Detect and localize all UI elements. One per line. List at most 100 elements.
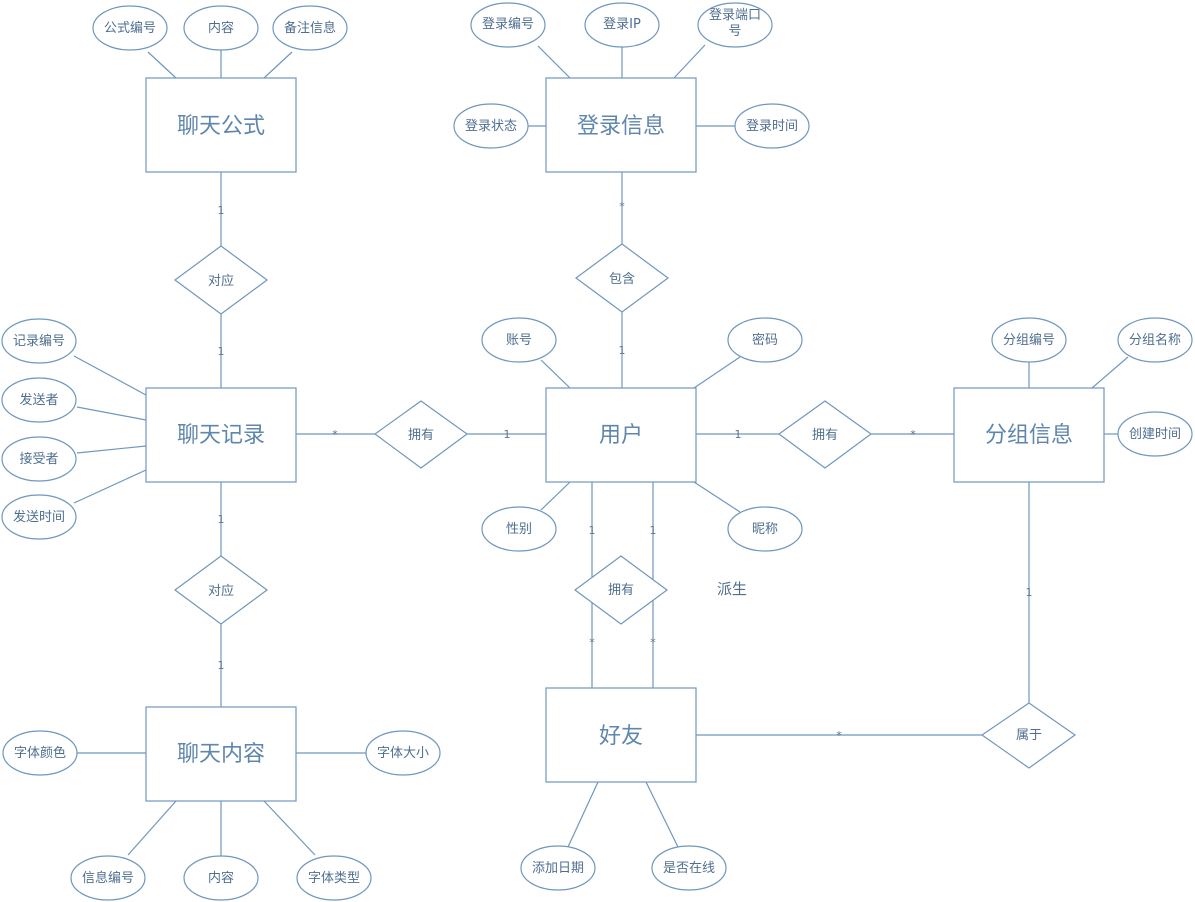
- derived-note: 派生: [717, 580, 747, 598]
- attr-online[interactable]: 是否在线: [651, 845, 727, 891]
- cardinality-group-left: *: [910, 428, 916, 441]
- attribute-label: 登录时间: [746, 119, 798, 134]
- attribute-label: 备注信息: [284, 20, 336, 36]
- cardinality-group-down: 1: [1026, 586, 1033, 599]
- relationship-user-group[interactable]: 拥有: [777, 400, 873, 469]
- attribute-label-line-2: 号: [728, 24, 741, 39]
- cardinality-user-right: 1: [735, 428, 742, 441]
- attribute-label: 字体类型: [308, 871, 360, 886]
- attribute-label: 账号: [506, 333, 532, 348]
- attr-record-id[interactable]: 记录编号: [1, 318, 77, 364]
- attr-group-id[interactable]: 分组编号: [991, 317, 1067, 363]
- cardinality-friend-right-top: 1: [650, 524, 657, 537]
- relationship-login-user[interactable]: 包含: [574, 243, 670, 313]
- attr-font-type[interactable]: 字体类型: [296, 855, 372, 901]
- attr-add-date[interactable]: 添加日期: [520, 845, 596, 891]
- relationship-label: 包含: [609, 271, 635, 287]
- relationship-label: 对应: [208, 583, 234, 599]
- entity-chat-content[interactable]: 聊天内容: [145, 706, 297, 802]
- attribute-label: 字体颜色: [14, 745, 66, 761]
- attr-send-time[interactable]: 发送时间: [1, 494, 77, 540]
- attribute-label: 添加日期: [532, 861, 584, 876]
- relationship-label: 拥有: [608, 583, 634, 598]
- attr-login-status[interactable]: 登录状态: [453, 103, 529, 149]
- attribute-label: 接受者: [19, 451, 58, 467]
- cardinality-login-top: *: [619, 200, 625, 213]
- connector-lines: [73, 44, 1129, 856]
- attribute-label: 记录编号: [13, 334, 65, 349]
- relationship-label: 属于: [1016, 728, 1042, 743]
- entity-label: 聊天公式: [177, 114, 265, 139]
- attr-create-time[interactable]: 创建时间: [1117, 411, 1193, 457]
- attr-formula-content[interactable]: 内容: [183, 5, 259, 51]
- entity-chat-record[interactable]: 聊天记录: [145, 387, 297, 483]
- entity-label: 聊天内容: [177, 742, 265, 767]
- attr-group-name[interactable]: 分组名称: [1117, 317, 1193, 363]
- attribute-label: 字体大小: [377, 746, 429, 761]
- attribute-label: 创建时间: [1129, 427, 1181, 442]
- attribute-label: 信息编号: [82, 870, 134, 886]
- relationship-user-friend[interactable]: 拥有: [573, 555, 669, 625]
- attribute-label: 内容: [208, 20, 234, 36]
- attribute-label: 发送时间: [13, 509, 65, 525]
- attr-formula-note[interactable]: 备注信息: [272, 5, 348, 51]
- attribute-label: 登录状态: [465, 119, 517, 134]
- attr-message-content[interactable]: 内容: [183, 855, 259, 901]
- attribute-label-line-1: 登录端口: [709, 8, 761, 23]
- attribute-label: 内容: [208, 870, 234, 886]
- entity-label: 登录信息: [577, 114, 665, 139]
- relationship-label: 拥有: [812, 428, 838, 443]
- attribute-label: 昵称: [752, 522, 778, 537]
- attr-account[interactable]: 账号: [481, 317, 557, 363]
- cardinality-friend-right-bottom: *: [650, 636, 656, 649]
- relationship-formula-record[interactable]: 对应: [173, 245, 269, 315]
- relationship-label: 对应: [208, 273, 234, 289]
- entity-user[interactable]: 用户: [545, 387, 697, 483]
- cardinality-friend-left-top: 1: [589, 524, 596, 537]
- cardinality-record-side: *: [332, 428, 338, 441]
- relationship-friend-group[interactable]: 属于: [980, 702, 1077, 769]
- relationship-label: 拥有: [408, 428, 434, 443]
- relationship-record-content[interactable]: 对应: [173, 555, 269, 625]
- attribute-label: 登录IP: [603, 17, 641, 32]
- entity-group-info[interactable]: 分组信息: [953, 387, 1105, 483]
- attr-message-id[interactable]: 信息编号: [70, 855, 146, 901]
- relationship-record-user[interactable]: 拥有: [373, 400, 469, 469]
- attr-font-size[interactable]: 字体大小: [365, 730, 441, 776]
- cardinality-record-content-bottom: 1: [218, 659, 225, 672]
- entity-label: 好友: [599, 724, 643, 749]
- attr-login-port[interactable]: 登录端口 号: [697, 2, 773, 48]
- attribute-label: 分组名称: [1129, 332, 1181, 348]
- attr-sender[interactable]: 发送者: [1, 377, 77, 423]
- cardinality-friend-group: *: [836, 729, 842, 742]
- cardinality-formula-top: 1: [218, 204, 225, 217]
- cardinality-user-left: 1: [504, 428, 511, 441]
- attr-login-id[interactable]: 登录编号: [470, 2, 546, 48]
- entity-chat-formula[interactable]: 聊天公式: [145, 77, 297, 173]
- entity-label: 分组信息: [985, 423, 1073, 448]
- attribute-label: 发送者: [19, 392, 58, 408]
- attribute-label: 登录编号: [482, 17, 534, 32]
- cardinality-formula-bottom: 1: [218, 345, 225, 358]
- attr-font-color[interactable]: 字体颜色: [2, 730, 78, 776]
- attr-gender[interactable]: 性别: [481, 506, 557, 552]
- entity-friend[interactable]: 好友: [545, 687, 697, 783]
- cardinality-labels: 1 1 * 1 * 1 1 * 1 1 1 1 * * 1 *: [218, 200, 1033, 742]
- attr-receiver[interactable]: 接受者: [1, 436, 77, 482]
- attr-password[interactable]: 密码: [727, 317, 803, 363]
- attribute-label: 性别: [506, 522, 532, 537]
- entity-login-info[interactable]: 登录信息: [545, 77, 697, 173]
- attribute-label: 密码: [752, 332, 778, 348]
- cardinality-record-content-top: 1: [218, 513, 225, 526]
- attr-login-ip[interactable]: 登录IP: [584, 2, 660, 48]
- attribute-label: 分组编号: [1003, 333, 1055, 348]
- attr-login-time[interactable]: 登录时间: [734, 103, 810, 149]
- attribute-label: 是否在线: [663, 861, 715, 876]
- entity-label: 用户: [599, 423, 643, 448]
- attr-nickname[interactable]: 昵称: [727, 506, 803, 552]
- cardinality-login-bottom: 1: [619, 344, 626, 357]
- attr-formula-id[interactable]: 公式编号: [92, 5, 168, 51]
- attribute-label: 公式编号: [104, 21, 156, 36]
